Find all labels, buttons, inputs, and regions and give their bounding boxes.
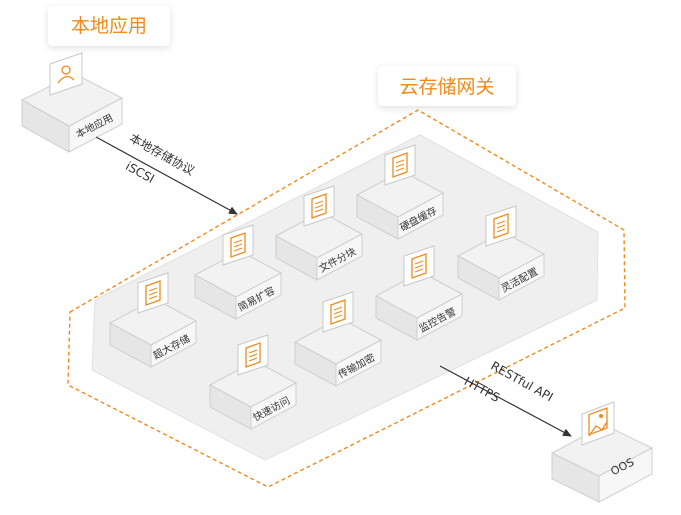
local-app-title-bubble: 本地应用 bbox=[48, 6, 170, 46]
feature-box-side bbox=[416, 293, 463, 341]
api-arrow bbox=[439, 365, 572, 437]
gateway-title: 云存储网关 bbox=[399, 76, 494, 98]
feature-card bbox=[303, 185, 335, 227]
feature-card bbox=[485, 205, 517, 247]
document-icon bbox=[493, 213, 509, 239]
document-icon bbox=[245, 342, 261, 368]
feature-card bbox=[384, 144, 416, 186]
feature-box-side bbox=[335, 339, 382, 387]
protocol-sublabel: iSCSI bbox=[123, 159, 156, 186]
feature-box: 灵活配置 bbox=[456, 205, 546, 301]
feature-box-side bbox=[498, 253, 545, 301]
feature-box: 传输加密 bbox=[293, 291, 383, 387]
document-icon bbox=[411, 253, 427, 279]
feature-box: 监控告警 bbox=[374, 245, 464, 341]
document-icon bbox=[145, 280, 161, 306]
local-app-box: 本地应用 bbox=[20, 52, 124, 153]
local-app-box-side bbox=[68, 97, 123, 153]
feature-box-side bbox=[397, 192, 444, 240]
feature-box-side bbox=[150, 320, 197, 368]
protocol-arrow bbox=[95, 136, 238, 215]
feature-card bbox=[237, 334, 269, 376]
feature-card bbox=[137, 272, 169, 314]
document-icon bbox=[392, 152, 408, 178]
oos-box: OOS bbox=[550, 401, 654, 503]
local-app-card bbox=[49, 52, 83, 96]
feature-box-side bbox=[235, 272, 282, 320]
oos-card bbox=[581, 401, 615, 446]
feature-box-side bbox=[250, 382, 297, 430]
local-app-title: 本地应用 bbox=[71, 15, 147, 37]
document-icon bbox=[330, 299, 346, 325]
feature-card bbox=[322, 291, 354, 333]
oos-box-side bbox=[598, 447, 653, 503]
document-icon bbox=[230, 232, 246, 258]
feature-box: 简易扩容 bbox=[193, 224, 283, 320]
image-icon bbox=[588, 407, 608, 437]
feature-box-side bbox=[316, 233, 363, 281]
feature-box: 超大存储 bbox=[108, 272, 198, 368]
gateway-title-bubble: 云存储网关 bbox=[378, 66, 516, 106]
feature-card bbox=[403, 245, 435, 287]
document-icon bbox=[311, 193, 327, 219]
gateway-dashed-outline bbox=[67, 109, 626, 488]
feature-card bbox=[222, 224, 254, 266]
user-icon bbox=[57, 65, 75, 84]
api-sublabel: HTTPS bbox=[462, 374, 502, 405]
